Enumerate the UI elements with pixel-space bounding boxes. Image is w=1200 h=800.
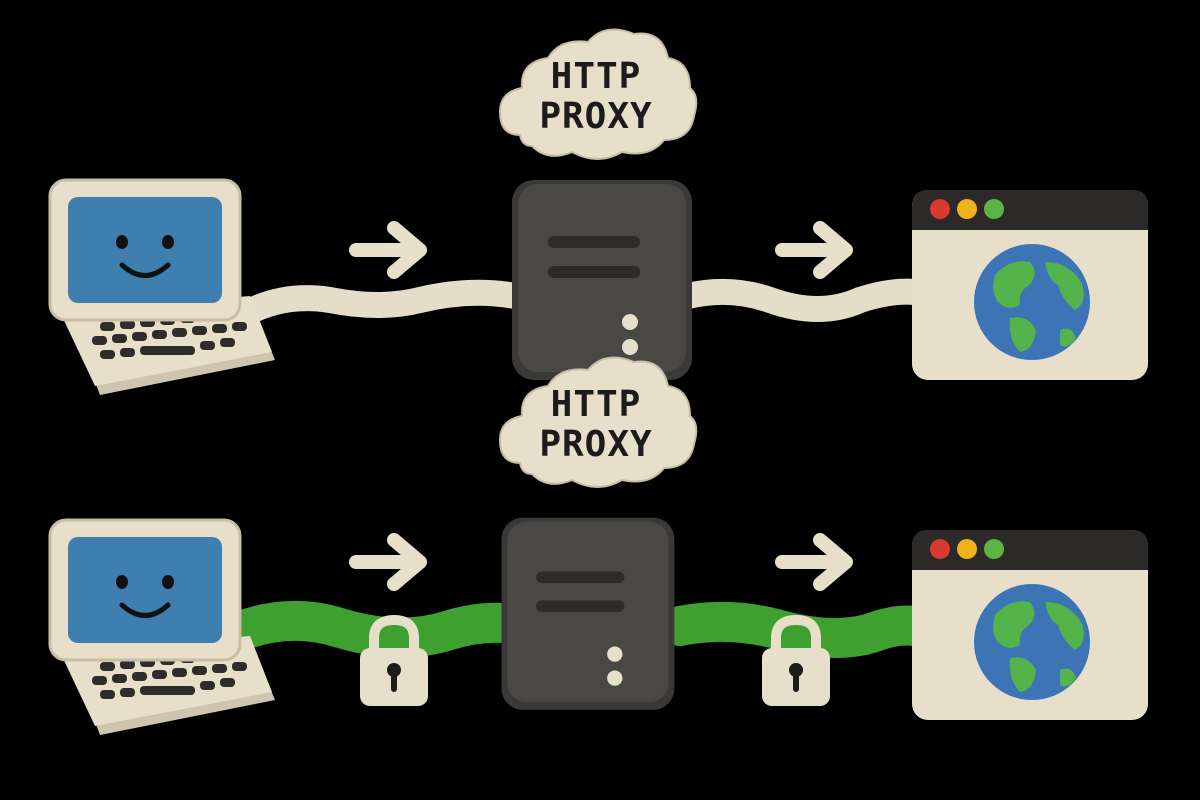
web-browser-icon: [912, 530, 1148, 720]
proxy-cloud-label: HTTP PROXY: [499, 356, 698, 488]
arrow-right-icon: [356, 228, 420, 272]
arrow-right-icon: [782, 540, 846, 584]
plain-cable-client-proxy: [225, 279, 528, 331]
proxy-server-icon: [501, 517, 675, 710]
laptop-client-icon: [50, 520, 275, 735]
arrow-right-icon: [356, 540, 420, 584]
arrow-right-icon: [782, 228, 846, 272]
laptop-client-icon: [50, 180, 275, 395]
web-browser-icon: [912, 190, 1148, 380]
flow-encrypted: HTTP PROXY: [50, 356, 1148, 736]
proxy-label-line-2: PROXY: [539, 424, 652, 465]
secure-cable-client-proxy: [218, 600, 545, 658]
proxy-label-line-2: PROXY: [539, 96, 652, 137]
flow-plain-http: HTTP PROXY: [50, 28, 1148, 396]
proxy-label-line-1: HTTP: [551, 384, 642, 425]
plain-cable-proxy-server: [675, 278, 928, 322]
proxy-cloud-label: HTTP PROXY: [499, 28, 698, 160]
proxy-server-icon: [512, 180, 692, 380]
proxy-label-line-1: HTTP: [551, 56, 642, 97]
